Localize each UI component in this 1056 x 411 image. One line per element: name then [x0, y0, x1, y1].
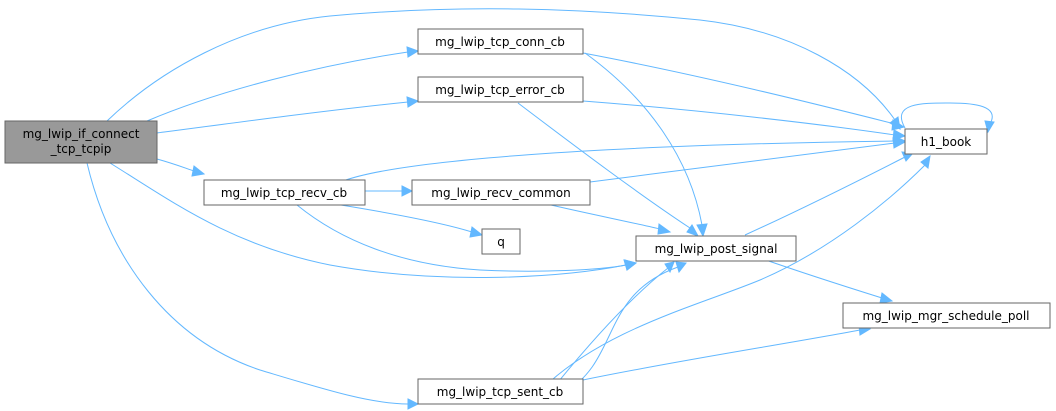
node-label: mg_lwip_tcp_recv_cb — [221, 186, 347, 200]
edge-sent-cb-to-post-signal — [564, 261, 687, 393]
edge-post-signal-to-h1-book — [744, 151, 915, 236]
edge-recv-common-to-h1-book — [589, 137, 907, 183]
node-label: mg_lwip_tcp_sent_cb — [437, 385, 564, 399]
edge-root-to-sent-cb — [86, 162, 420, 410]
node-mg-lwip-tcp-recv-cb[interactable]: mg_lwip_tcp_recv_cb — [203, 179, 366, 206]
edge-recv-cb-to-recv-common — [365, 185, 414, 197]
node-label: mg_lwip_mgr_schedule_poll — [862, 309, 1029, 323]
edge-recv-cb-to-h1-book — [342, 135, 907, 182]
node-mg-lwip-tcp-conn-cb[interactable]: mg_lwip_tcp_conn_cb — [417, 28, 584, 55]
node-mg-lwip-post-signal[interactable]: mg_lwip_post_signal — [635, 235, 797, 262]
edge-post-signal-to-schedule-poll — [759, 257, 894, 304]
function-nodes: mg_lwip_if_connect _tcp_tcpip mg_lwip_tc… — [4, 28, 1051, 405]
node-h1-book[interactable]: h1_book — [904, 128, 988, 155]
edge-recv-cb-to-q — [340, 204, 484, 238]
edge-sent-cb-to-h1-book — [538, 154, 931, 393]
node-label: mg_lwip_post_signal — [655, 242, 778, 256]
call-edges — [86, 8, 995, 410]
edge-conn-cb-to-h1-book — [582, 52, 906, 131]
node-mg-lwip-if-connect-tcp-tcpip[interactable]: mg_lwip_if_connect _tcp_tcpip — [4, 120, 158, 164]
edge-error-cb-to-post-signal — [517, 102, 700, 237]
node-q[interactable]: q — [481, 228, 521, 255]
node-label: mg_lwip_tcp_error_cb — [435, 83, 565, 97]
edge-sent-cb-to-post-signal-2 — [549, 261, 675, 393]
node-mg-lwip-recv-common[interactable]: mg_lwip_recv_common — [411, 179, 591, 206]
edge-conn-cb-to-post-signal — [584, 52, 708, 238]
edge-recv-cb-to-post-signal — [296, 204, 638, 272]
edge-root-to-conn-cb — [146, 46, 420, 122]
edge-root-to-error-cb — [156, 96, 420, 134]
node-mg-lwip-mgr-schedule-poll[interactable]: mg_lwip_mgr_schedule_poll — [842, 302, 1051, 329]
node-label: mg_lwip_recv_common — [431, 186, 570, 200]
node-label: q — [497, 235, 505, 249]
node-label-line2: _tcp_tcpip — [50, 142, 112, 156]
node-label-line1: mg_lwip_if_connect — [23, 127, 140, 141]
edge-root-to-h1-book — [106, 8, 901, 130]
node-mg-lwip-tcp-sent-cb[interactable]: mg_lwip_tcp_sent_cb — [417, 378, 584, 405]
node-label: h1_book — [921, 135, 972, 149]
node-label: mg_lwip_tcp_conn_cb — [435, 35, 565, 49]
edge-root-to-recv-cb — [156, 158, 206, 177]
edge-error-cb-to-h1-book — [582, 100, 907, 141]
edge-recv-common-to-post-signal — [550, 204, 672, 235]
edge-h1-book-self-loop — [901, 102, 995, 134]
node-mg-lwip-tcp-error-cb[interactable]: mg_lwip_tcp_error_cb — [417, 76, 584, 103]
